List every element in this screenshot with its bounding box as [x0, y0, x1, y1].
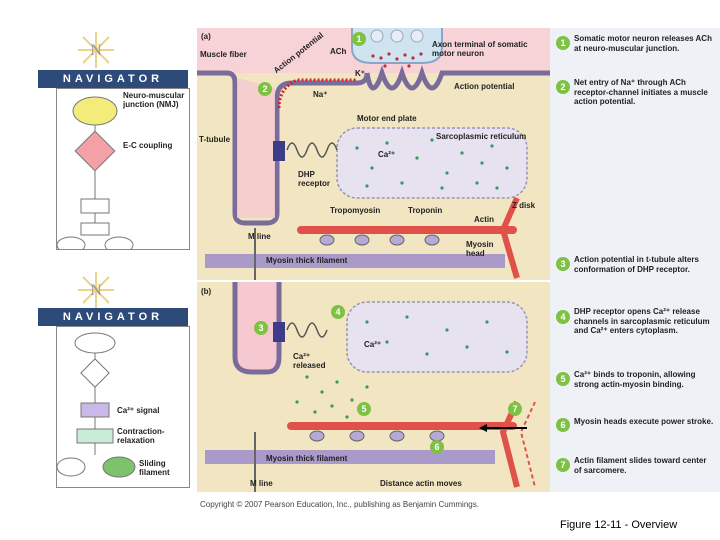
figure-caption: Figure 12-11 - Overview — [560, 519, 678, 531]
flow-node-4 — [80, 222, 110, 236]
step-badge-5: 5 — [556, 372, 570, 386]
flow-label-sliding-filament: Sliding filament — [139, 459, 170, 477]
step-badge-6: 6 — [556, 418, 570, 432]
ca-b-label: Ca²⁺ — [364, 340, 382, 349]
myosin-thick-filament-b-label: Myosin thick filament — [266, 454, 348, 463]
navigator-panel-top: N NAVIGATOR Neuro-muscular junction (NMJ… — [38, 30, 190, 250]
m-line-a-label: M line — [248, 232, 271, 241]
navigator-panel-bottom: N NAVIGATOR Ca²⁺ signal Contraction-rela… — [38, 270, 190, 490]
flow-node-sliding-filament — [102, 456, 136, 478]
na-ion-label: Na⁺ — [313, 90, 328, 99]
step-text-7: Actin filament slides toward center of s… — [574, 456, 707, 475]
dhp-receptor-label: DHP receptor — [298, 170, 331, 188]
flow-node-ec-coupling — [74, 130, 116, 172]
motor-end-plate-label: Motor end plate — [357, 114, 417, 123]
step-text-2: Net entry of Na⁺ through ACh receptor-ch… — [574, 78, 708, 106]
distance-actin-moves-label: Distance actin moves — [380, 479, 462, 488]
compass-icon: N — [78, 272, 114, 308]
step-badge-2: 2 — [556, 80, 570, 94]
flow-node-contraction — [76, 428, 114, 444]
ach-label: ACh — [330, 47, 347, 56]
flow-label-ec-coupling: E-C coupling — [123, 141, 173, 150]
m-line-b-label: M line — [250, 479, 273, 488]
panel-a-diagram — [197, 28, 550, 280]
tropomyosin-label: Tropomyosin — [330, 206, 381, 215]
step-text-3: Action potential in t-tubule alters conf… — [574, 255, 699, 274]
navigator-flowchart: Ca²⁺ signal Contraction-relaxation Slidi… — [56, 326, 190, 488]
svg-text:N: N — [90, 282, 102, 299]
axon-terminal-label: Axon terminal of somatic motor neuron — [432, 40, 528, 58]
sarcoplasmic-reticulum-label: Sarcoplasmic reticulum — [436, 132, 527, 141]
step-text-4: DHP receptor opens Ca²⁺ release channels… — [574, 307, 710, 335]
myosin-head-label: Myosin head — [466, 240, 494, 258]
compass-icon: N — [78, 32, 114, 68]
copyright-text: Copyright © 2007 Pearson Education, Inc.… — [200, 500, 479, 509]
flow-node-ca-signal — [80, 402, 110, 418]
step-badge-1: 1 — [556, 36, 570, 50]
actin-label: Actin — [474, 215, 494, 224]
step-badge-7: 7 — [556, 458, 570, 472]
diagram-step-1: 1 — [352, 32, 366, 46]
step-text-1: Somatic motor neuron releases ACh at neu… — [574, 34, 712, 53]
step-text-6: Myosin heads execute power stroke. — [574, 417, 714, 426]
diagram-step-3: 3 — [254, 321, 268, 335]
z-disk-label: Z disk — [512, 201, 536, 210]
panel-b-diagram — [197, 282, 550, 492]
diagram-step-6: 6 — [430, 440, 444, 454]
panel-b-label: (b) — [201, 287, 212, 296]
diagram-step-4: 4 — [331, 305, 345, 319]
steps-sidebar — [550, 28, 720, 492]
diagram-step-7: 7 — [508, 402, 522, 416]
t-tubule-label: T-tubule — [199, 135, 231, 144]
step-badge-3: 3 — [556, 257, 570, 271]
svg-text:N: N — [90, 42, 102, 59]
troponin-label: Troponin — [408, 206, 443, 215]
diagram-step-5: 5 — [357, 402, 371, 416]
flow-label-contraction: Contraction-relaxation — [117, 427, 165, 445]
flow-label-nmj: Neuro-muscular junction (NMJ) — [123, 91, 185, 109]
panel-a-label: (a) — [201, 32, 211, 41]
flow-node-nmj — [72, 96, 118, 126]
action-potential-arrow-label: Action potential — [454, 82, 515, 91]
flow-label-ca-signal: Ca²⁺ signal — [117, 406, 160, 415]
diagram-step-2: 2 — [258, 82, 272, 96]
flow-node-3 — [80, 198, 110, 214]
navigator-flowchart: Neuro-muscular junction (NMJ) E-C coupli… — [56, 88, 190, 250]
muscle-fiber-label: Muscle fiber — [200, 50, 247, 59]
ca-released-label: Ca²⁺ released — [293, 352, 326, 370]
step-text-5: Ca²⁺ binds to troponin, allowing strong … — [574, 370, 696, 389]
navigator-title-bar: NAVIGATOR — [38, 308, 188, 326]
navigator-title-bar: NAVIGATOR — [38, 70, 188, 88]
myosin-thick-filament-a-label: Myosin thick filament — [266, 256, 348, 265]
k-ion-label: K⁺ — [355, 69, 365, 78]
step-badge-4: 4 — [556, 310, 570, 324]
ca-a-label: Ca²⁺ — [378, 150, 396, 159]
